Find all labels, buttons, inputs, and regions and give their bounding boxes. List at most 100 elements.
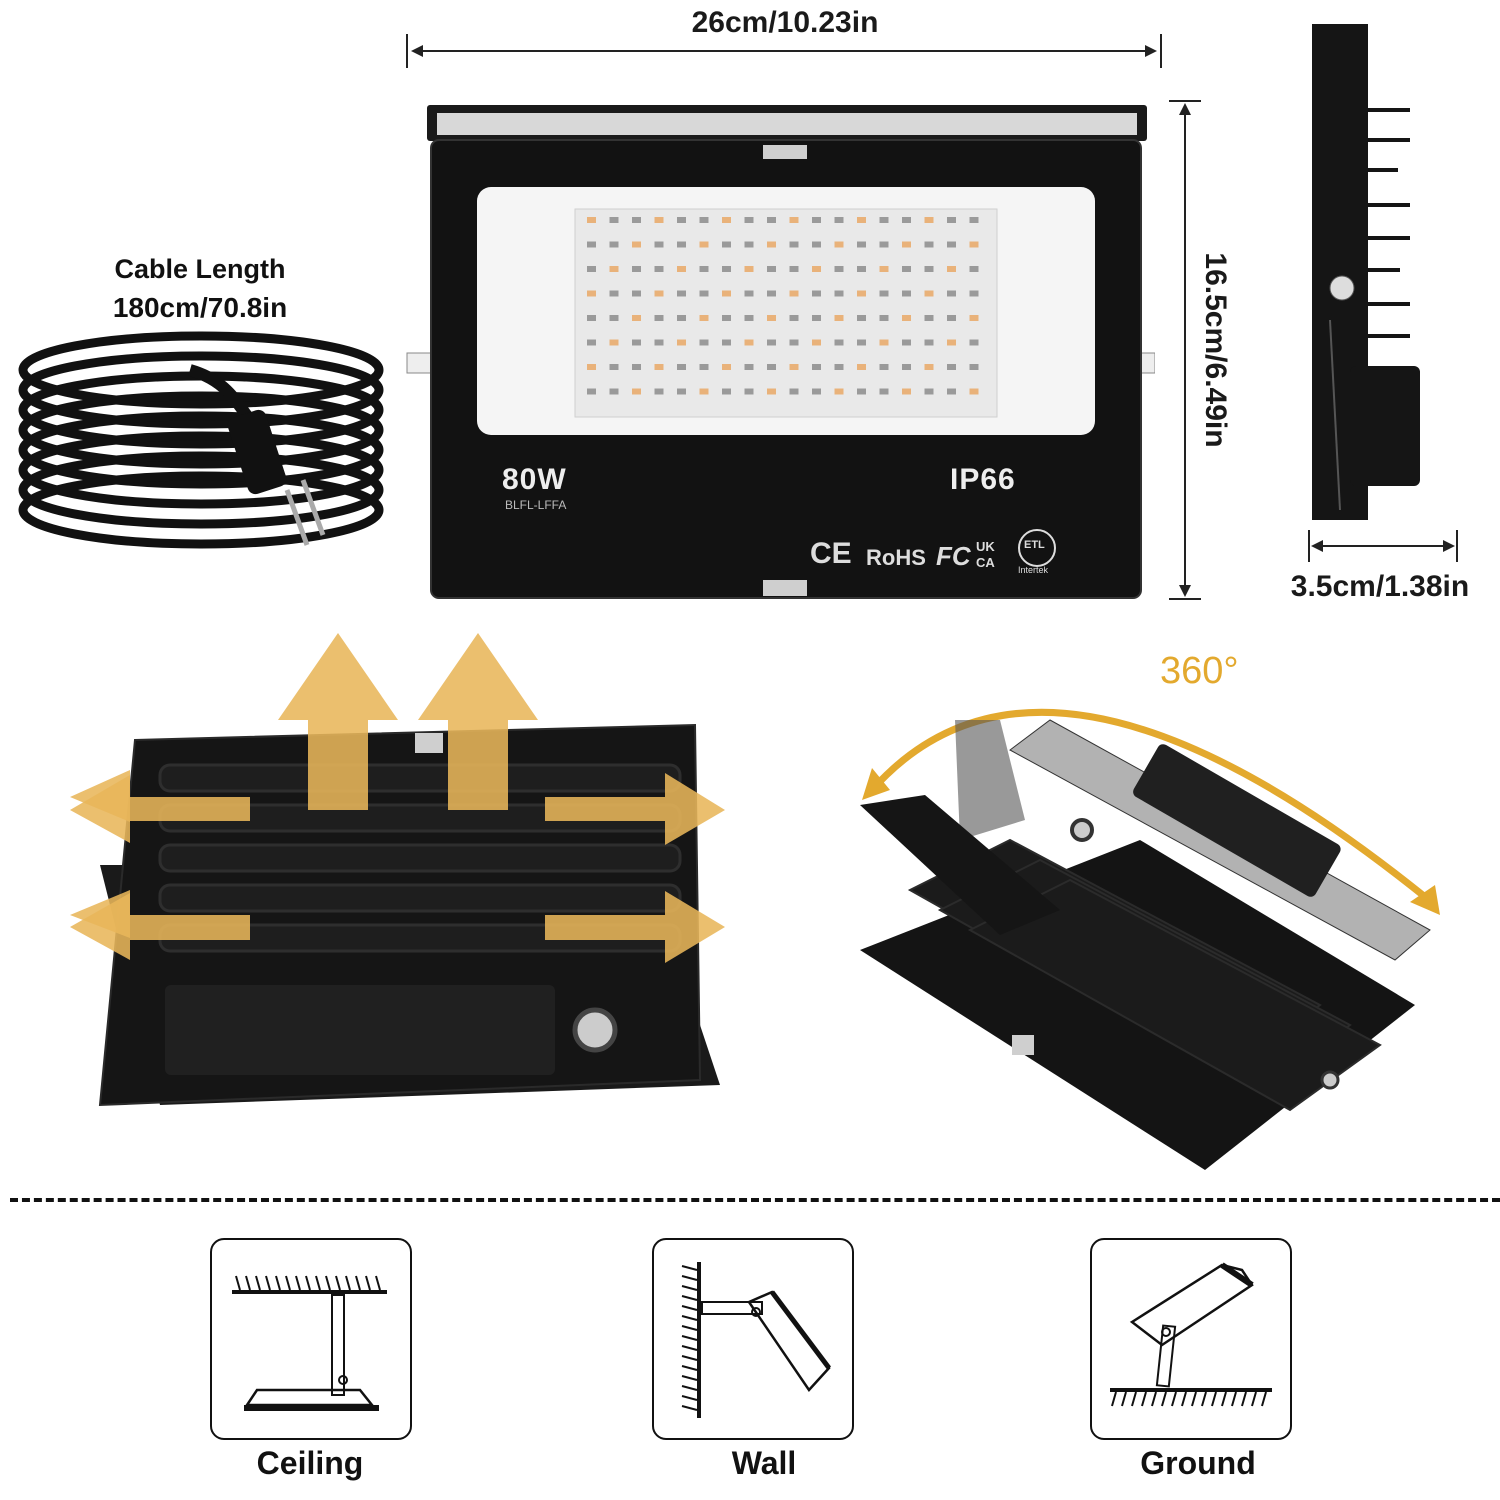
led-chip bbox=[924, 266, 934, 272]
led-chip bbox=[699, 339, 709, 346]
led-chip bbox=[947, 266, 956, 272]
ground-mount-box bbox=[1090, 1238, 1292, 1440]
led-chip bbox=[947, 339, 956, 346]
led-chip bbox=[767, 315, 776, 321]
wall-label: Wall bbox=[731, 1445, 797, 1481]
led-chip bbox=[677, 364, 686, 370]
led-chip bbox=[654, 315, 664, 321]
led-chip bbox=[699, 266, 709, 272]
led-chip bbox=[699, 388, 709, 395]
led-chip bbox=[969, 364, 979, 370]
led-chip bbox=[789, 241, 799, 248]
led-chip bbox=[902, 266, 911, 272]
ground-label: Ground bbox=[1140, 1445, 1256, 1481]
floodlight-front: 80W BLFL-LFFA IP66 CE RoHS FC UK CA ETL … bbox=[405, 95, 1155, 605]
led-chip bbox=[812, 388, 821, 395]
led-chip bbox=[609, 217, 619, 223]
ceiling-label: Ceiling bbox=[256, 1445, 364, 1481]
led-chip bbox=[879, 217, 889, 223]
led-chip bbox=[632, 290, 641, 297]
led-chip bbox=[857, 241, 866, 248]
led-chip bbox=[609, 364, 619, 370]
led-chip bbox=[632, 388, 641, 395]
led-chip bbox=[699, 290, 709, 297]
width-label: 26cm/10.23in bbox=[691, 6, 879, 39]
led-chip bbox=[857, 217, 866, 223]
led-chip bbox=[699, 241, 709, 248]
led-chip bbox=[722, 241, 731, 248]
led-chip bbox=[879, 290, 889, 297]
led-chip bbox=[924, 339, 934, 346]
led-chip bbox=[699, 315, 709, 321]
led-chip bbox=[789, 364, 799, 370]
led-chip bbox=[947, 364, 956, 370]
led-chip bbox=[924, 290, 934, 297]
coiled-cable-icon bbox=[18, 331, 384, 549]
led-chip bbox=[587, 290, 596, 297]
rotation-label: 360° bbox=[1160, 650, 1239, 692]
led-chip bbox=[969, 315, 979, 321]
led-chip bbox=[722, 339, 731, 346]
led-chip bbox=[767, 241, 776, 248]
height-dimension: 16.5cm/6.49in bbox=[1165, 95, 1245, 605]
led-chip bbox=[677, 388, 686, 395]
led-chip bbox=[609, 339, 619, 346]
ukca-mark-bottom: CA bbox=[976, 555, 995, 570]
led-chip bbox=[677, 339, 686, 346]
led-chip bbox=[947, 241, 956, 248]
led-chip bbox=[902, 290, 911, 297]
led-chip bbox=[632, 315, 641, 321]
led-chip bbox=[902, 339, 911, 346]
led-chip bbox=[677, 241, 686, 248]
etl-mark-icon bbox=[1018, 529, 1056, 567]
led-chip bbox=[812, 315, 821, 321]
led-chip bbox=[722, 364, 731, 370]
led-chip bbox=[789, 217, 799, 223]
led-chip bbox=[609, 266, 619, 272]
led-chip bbox=[857, 388, 866, 395]
ukca-mark-top: UK bbox=[976, 539, 995, 554]
led-chip bbox=[834, 315, 844, 321]
led-chip bbox=[834, 241, 844, 248]
led-chip bbox=[789, 339, 799, 346]
led-chip bbox=[969, 217, 979, 223]
floodlight-side bbox=[1300, 20, 1430, 525]
led-chip bbox=[677, 266, 686, 272]
led-chip bbox=[744, 315, 754, 321]
power-label: 80W bbox=[502, 463, 567, 496]
led-chip bbox=[812, 266, 821, 272]
led-chip bbox=[969, 339, 979, 346]
led-chip bbox=[902, 241, 911, 248]
led-chip bbox=[677, 217, 686, 223]
led-chip bbox=[632, 266, 641, 272]
led-chip bbox=[969, 388, 979, 395]
section-divider bbox=[10, 1198, 1500, 1202]
ground-mount-icon bbox=[1110, 1262, 1272, 1407]
led-chip bbox=[857, 266, 866, 272]
led-chip bbox=[744, 217, 754, 223]
height-label: 16.5cm/6.49in bbox=[1199, 252, 1232, 448]
led-chip bbox=[947, 388, 956, 395]
led-chip bbox=[924, 388, 934, 395]
led-chip bbox=[744, 241, 754, 248]
led-chip bbox=[924, 217, 934, 223]
led-chip bbox=[632, 364, 641, 370]
floodlight-front-shape bbox=[406, 105, 1155, 599]
model-label: BLFL-LFFA bbox=[505, 498, 567, 512]
led-chip bbox=[722, 217, 731, 223]
led-chip bbox=[834, 290, 844, 297]
led-chip bbox=[767, 290, 776, 297]
led-chip bbox=[587, 364, 596, 370]
led-chip bbox=[924, 315, 934, 321]
led-chip bbox=[902, 388, 911, 395]
ip-rating-label: IP66 bbox=[950, 463, 1016, 496]
led-chip bbox=[744, 290, 754, 297]
led-chip bbox=[789, 290, 799, 297]
fc-mark: FC bbox=[936, 541, 971, 571]
led-chip bbox=[857, 290, 866, 297]
led-chip bbox=[587, 217, 596, 223]
wall-mount-box bbox=[652, 1238, 854, 1440]
led-chip bbox=[789, 388, 799, 395]
led-chip bbox=[654, 217, 664, 223]
led-chip bbox=[857, 315, 866, 321]
